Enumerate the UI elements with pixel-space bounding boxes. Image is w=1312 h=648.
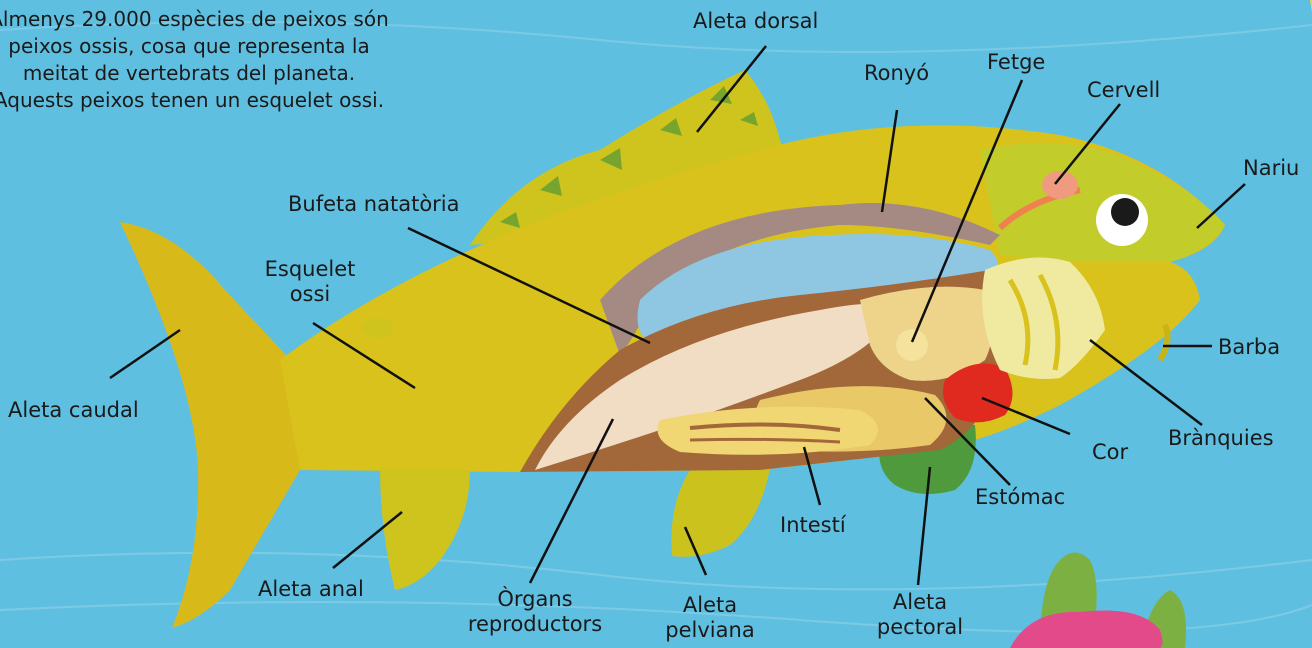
label-pectoral-line1: Aleta — [860, 590, 980, 615]
adipose-bump — [362, 318, 394, 338]
label-estomac: Estómac — [975, 485, 1065, 510]
intro-paragraph: Almenys 29.000 espècies de peixos són pe… — [0, 6, 394, 114]
label-cervell: Cervell — [1087, 78, 1160, 103]
label-intesti: Intestí — [780, 513, 846, 538]
label-aleta-dorsal: Aleta dorsal — [693, 9, 818, 34]
label-aleta-caudal: Aleta caudal — [8, 398, 139, 423]
label-ronyo: Ronyó — [864, 61, 929, 86]
label-aleta-pelviana: Aleta pelviana — [655, 593, 765, 643]
label-pelviana-line1: Aleta — [655, 593, 765, 618]
label-esquelet-line1: Esquelet — [240, 257, 380, 282]
label-bufeta-natatoria: Bufeta natatòria — [288, 192, 460, 217]
label-cor: Cor — [1092, 440, 1128, 465]
label-barba: Barba — [1218, 335, 1280, 360]
label-organs-line1: Òrgans — [440, 587, 630, 612]
label-esquelet-ossi: Esquelet ossi — [240, 257, 380, 307]
liver-lobe — [896, 329, 928, 361]
label-aleta-pectoral: Aleta pectoral — [860, 590, 980, 640]
label-organs-line2: reproductors — [440, 612, 630, 637]
label-aleta-anal: Aleta anal — [258, 577, 364, 602]
label-organs-reproductors: Òrgans reproductors — [440, 587, 630, 637]
label-pectoral-line2: pectoral — [860, 615, 980, 640]
label-pelviana-line2: pelviana — [655, 618, 765, 643]
label-nariu: Nariu — [1243, 156, 1299, 181]
label-branquies: Brànquies — [1168, 426, 1274, 451]
label-esquelet-line2: ossi — [240, 282, 380, 307]
label-fetge: Fetge — [987, 50, 1045, 75]
pupil — [1111, 198, 1139, 226]
brain-organ — [1042, 171, 1078, 199]
